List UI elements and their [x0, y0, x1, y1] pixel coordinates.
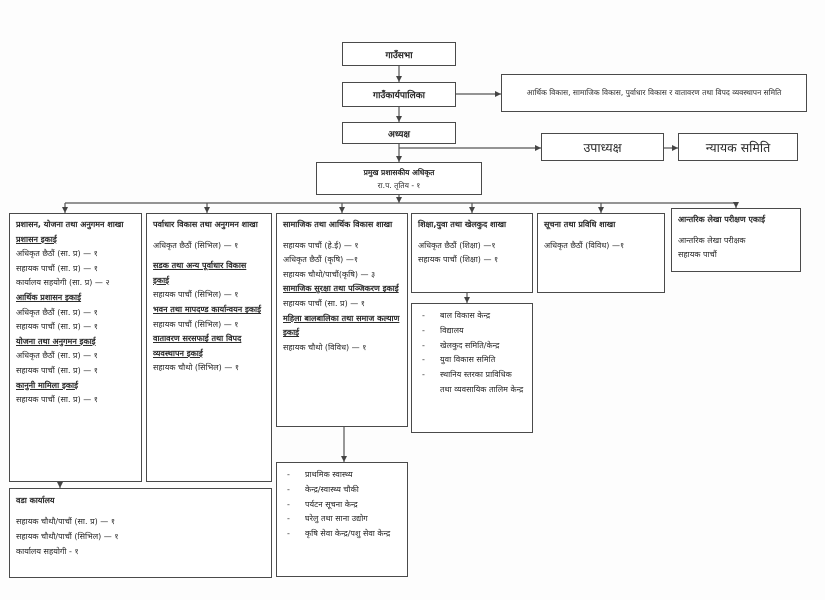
branch-lines: सहायक पाचौं (हे.ई) — १ अधिकृत छैठौं (कृषि… — [283, 233, 401, 356]
arrow-down-icon — [339, 207, 345, 213]
staff-line: अधिकृत छैठौं (सा. प्र) — १ — [16, 307, 98, 317]
unit-heading: भवन तथा मापदण्ड कार्यान्वयन इकाई — [153, 304, 262, 314]
branch-internal-audit: आन्तरिक लेखा परीक्षण एकाई आन्तरिक लेखा प… — [671, 208, 801, 272]
gaunsabha-box: गाउँसभा — [342, 42, 456, 66]
arrow-right-icon — [495, 91, 501, 97]
arrow-down-icon — [396, 197, 402, 203]
arrow-right-icon — [672, 145, 678, 151]
list-item: -खेलकुद समिति/केन्द्र — [422, 340, 500, 350]
staff-line: अधिकृत छैठौं (सा. प्र) — १ — [16, 249, 98, 259]
arrow-down-icon — [396, 116, 402, 122]
staff-line: सहायक चौथो (सिभिल) — १ — [153, 363, 240, 373]
arrow-down-icon — [396, 76, 402, 82]
staff-line: सहायक पाचौं (हे.ई) — १ — [283, 240, 359, 250]
cao-grade: रा.प. तृतिय - १ — [377, 180, 421, 190]
ward-office-line: सहायक चौथौ/पाचौं (सा. प्र) — १ — [16, 517, 116, 526]
branch-social-economic: सामाजिक तथा आर्थिक विकास शाखा सहायक पाचौ… — [276, 213, 408, 427]
gaunsabha-label: गाउँसभा — [385, 50, 413, 61]
staff-line: अधिकृत छैठौं (विविध) —१ — [544, 240, 625, 250]
list-item: -स्थानिय स्तरका प्राविधिक तथा व्यवसायिक … — [422, 370, 524, 394]
staff-line: अधिकृत छैठौं (कृषि) —१ — [283, 255, 359, 265]
branch-title: पर्वाधार विकास तथा अनुगमन शाखा — [153, 220, 258, 229]
arrow-down-icon — [469, 207, 475, 213]
committee-label: आर्थिक विकास, सामाजिक विकास, पुर्वाधार व… — [526, 88, 782, 97]
staff-line: कार्यालय सहयोगी (सा. प्र) — २ — [16, 278, 110, 288]
staff-line: आन्तरिक लेखा परीक्षक — [678, 235, 746, 245]
branch-title: सामाजिक तथा आर्थिक विकास शाखा — [283, 220, 393, 229]
staff-line: सहायक पाचौं (सिभिल) — १ — [153, 319, 239, 329]
branch-title: आन्तरिक लेखा परीक्षण एकाई — [678, 215, 766, 224]
cao-title: प्रमुख प्रशासकीय अधिकृत — [363, 167, 435, 177]
branch-admin-planning: प्रशासन, योजना तथा अनुगमन शाखा प्रशासन इ… — [9, 213, 142, 482]
unit-heading: महिला बालबालिका तथा समाज कल्याण इकाई — [283, 313, 400, 338]
ward-office-line: कार्यालय सहयोगी - १ — [16, 547, 79, 556]
gaunkaryapalika-box: गाउँकार्यपालिका — [342, 82, 456, 107]
ward-office-title: वडा कार्यालय — [16, 496, 55, 505]
list-item: -केन्द्र/स्वास्थ्य चौकी — [287, 484, 359, 494]
social-services-box: -प्राथमिक स्वास्थ्य -केन्द्र/स्वास्थ्य च… — [276, 462, 408, 577]
list-item: -विद्यालय — [422, 325, 464, 335]
branch-title: सूचना तथा प्रविधि शाखा — [544, 220, 616, 229]
staff-line: अधिकृत छैठौं (सिभिल) — १ — [153, 240, 239, 250]
arrow-down-icon — [598, 207, 604, 213]
arrow-down-icon — [733, 202, 739, 208]
staff-line: सहायक पाचौं (सा. प्र) — १ — [16, 365, 98, 375]
staff-line: सहायक पाचौं (सा. प्र) — १ — [283, 298, 365, 308]
unit-heading: वातावरण सरसफाई तथा विपद व्यवस्थापन इकाई — [153, 334, 242, 358]
list-item: -घरेलु तथा साना उद्योग — [287, 514, 368, 524]
branch-title: शिक्षा,युवा तथा खेलकुद शाखा — [418, 220, 507, 229]
committee-box: आर्थिक विकास, सामाजिक विकास, पुर्वाधार व… — [501, 74, 807, 112]
cao-box: प्रमुख प्रशासकीय अधिकृत रा.प. तृतिय - १ — [316, 162, 482, 195]
staff-line: सहायक पाचौं (सा. प्र) — १ — [16, 322, 98, 332]
adhyaksha-box: अध्यक्ष — [342, 122, 456, 144]
unit-heading: आर्थिक प्रशासन इकाई — [16, 292, 82, 302]
staff-line: सहायक चौथो/पाचौं(कृषि) — ३ — [283, 269, 376, 279]
arrow-right-icon — [535, 145, 541, 151]
upadhyaksha-label: उपाध्यक्ष — [583, 139, 622, 155]
branch-lines: अधिकृत छैठौं (सिभिल) — १ सडक तथा अन्य पूर… — [153, 233, 265, 376]
gaunkaryapalika-label: गाउँकार्यपालिका — [373, 91, 425, 101]
arrow-down-icon — [396, 156, 402, 162]
education-services-box: -बाल विकास केन्द्र -विद्यालय -खेलकुद समि… — [411, 303, 533, 433]
staff-line: सहायक चौथो (विविध) — १ — [283, 342, 367, 352]
ward-office-line: सहायक चौथौ/पाचौं (सिभिल) — १ — [16, 532, 119, 541]
staff-line: सहायक पाचौं (सा. प्र) — १ — [16, 263, 98, 273]
staff-line: सहायक पाचौं (सा. प्र) — १ — [16, 395, 98, 405]
branch-information-technology: सूचना तथा प्रविधि शाखा अधिकृत छैठौं (विव… — [537, 213, 665, 293]
upadhyaksha-box: उपाध्यक्ष — [541, 133, 664, 161]
arrow-down-icon — [341, 456, 347, 462]
branch-lines: अधिकृत छैठौं (विविध) —१ — [544, 233, 658, 254]
list-item: -युवा विकास समिति — [422, 355, 496, 365]
arrow-down-icon — [62, 207, 68, 213]
arrow-down-icon — [57, 482, 63, 488]
unit-heading: सामाजिक सुरक्षा तथा पञ्जिकरण इकाई — [283, 284, 399, 294]
unit-heading: प्रशासन इकाई — [16, 234, 57, 244]
staff-line: अधिकृत छैठौं (सा. प्र) — १ — [16, 351, 98, 361]
list-item: -बाल विकास केन्द्र — [422, 311, 491, 320]
staff-line: सहायक पाचौं (सिभिल) — १ — [153, 290, 239, 300]
branch-title: प्रशासन, योजना तथा अनुगमन शाखा — [16, 220, 124, 229]
branch-lines: अधिकृत छैठौं (शिक्षा) —१ सहायक पाचौं (शिक… — [418, 233, 526, 268]
unit-heading: कानुनी मामिला इकाई — [16, 380, 79, 390]
staff-line: सहायक पाचौं (शिक्षा) — १ — [418, 255, 499, 265]
list-item: -कृषि सेवा केन्द्र/पशु सेवा केन्द्र — [287, 529, 391, 539]
unit-heading: योजना तथा अनुगमन इकाई — [16, 336, 96, 346]
nyayik-samiti-label: न्यायक समिति — [705, 139, 771, 155]
staff-line: सहायक पाचौं — [678, 250, 717, 260]
list-item: -पर्यटन सूचना केन्द्र — [287, 499, 358, 509]
arrow-down-icon — [204, 207, 210, 213]
arrow-down-icon — [464, 297, 470, 303]
branch-education-youth-sports: शिक्षा,युवा तथा खेलकुद शाखा अधिकृत छैठौं… — [411, 213, 533, 293]
adhyaksha-label: अध्यक्ष — [388, 129, 410, 140]
unit-heading: सडक तथा अन्य पूर्वाधार विकास इकाई — [153, 261, 247, 285]
branch-lines: प्रशासन इकाई अधिकृत छैठौं (सा. प्र) — १ सह… — [16, 233, 135, 408]
branch-lines: आन्तरिक लेखा परीक्षक सहायक पाचौं — [678, 228, 794, 263]
branch-infrastructure: पर्वाधार विकास तथा अनुगमन शाखा अधिकृत छै… — [146, 213, 272, 482]
ward-office-box: वडा कार्यालय सहायक चौथौ/पाचौं (सा. प्र) … — [9, 488, 272, 578]
list-item: -प्राथमिक स्वास्थ्य — [287, 470, 353, 479]
nyayik-samiti-box: न्यायक समिति — [678, 133, 798, 161]
staff-line: अधिकृत छैठौं (शिक्षा) —१ — [418, 240, 496, 250]
